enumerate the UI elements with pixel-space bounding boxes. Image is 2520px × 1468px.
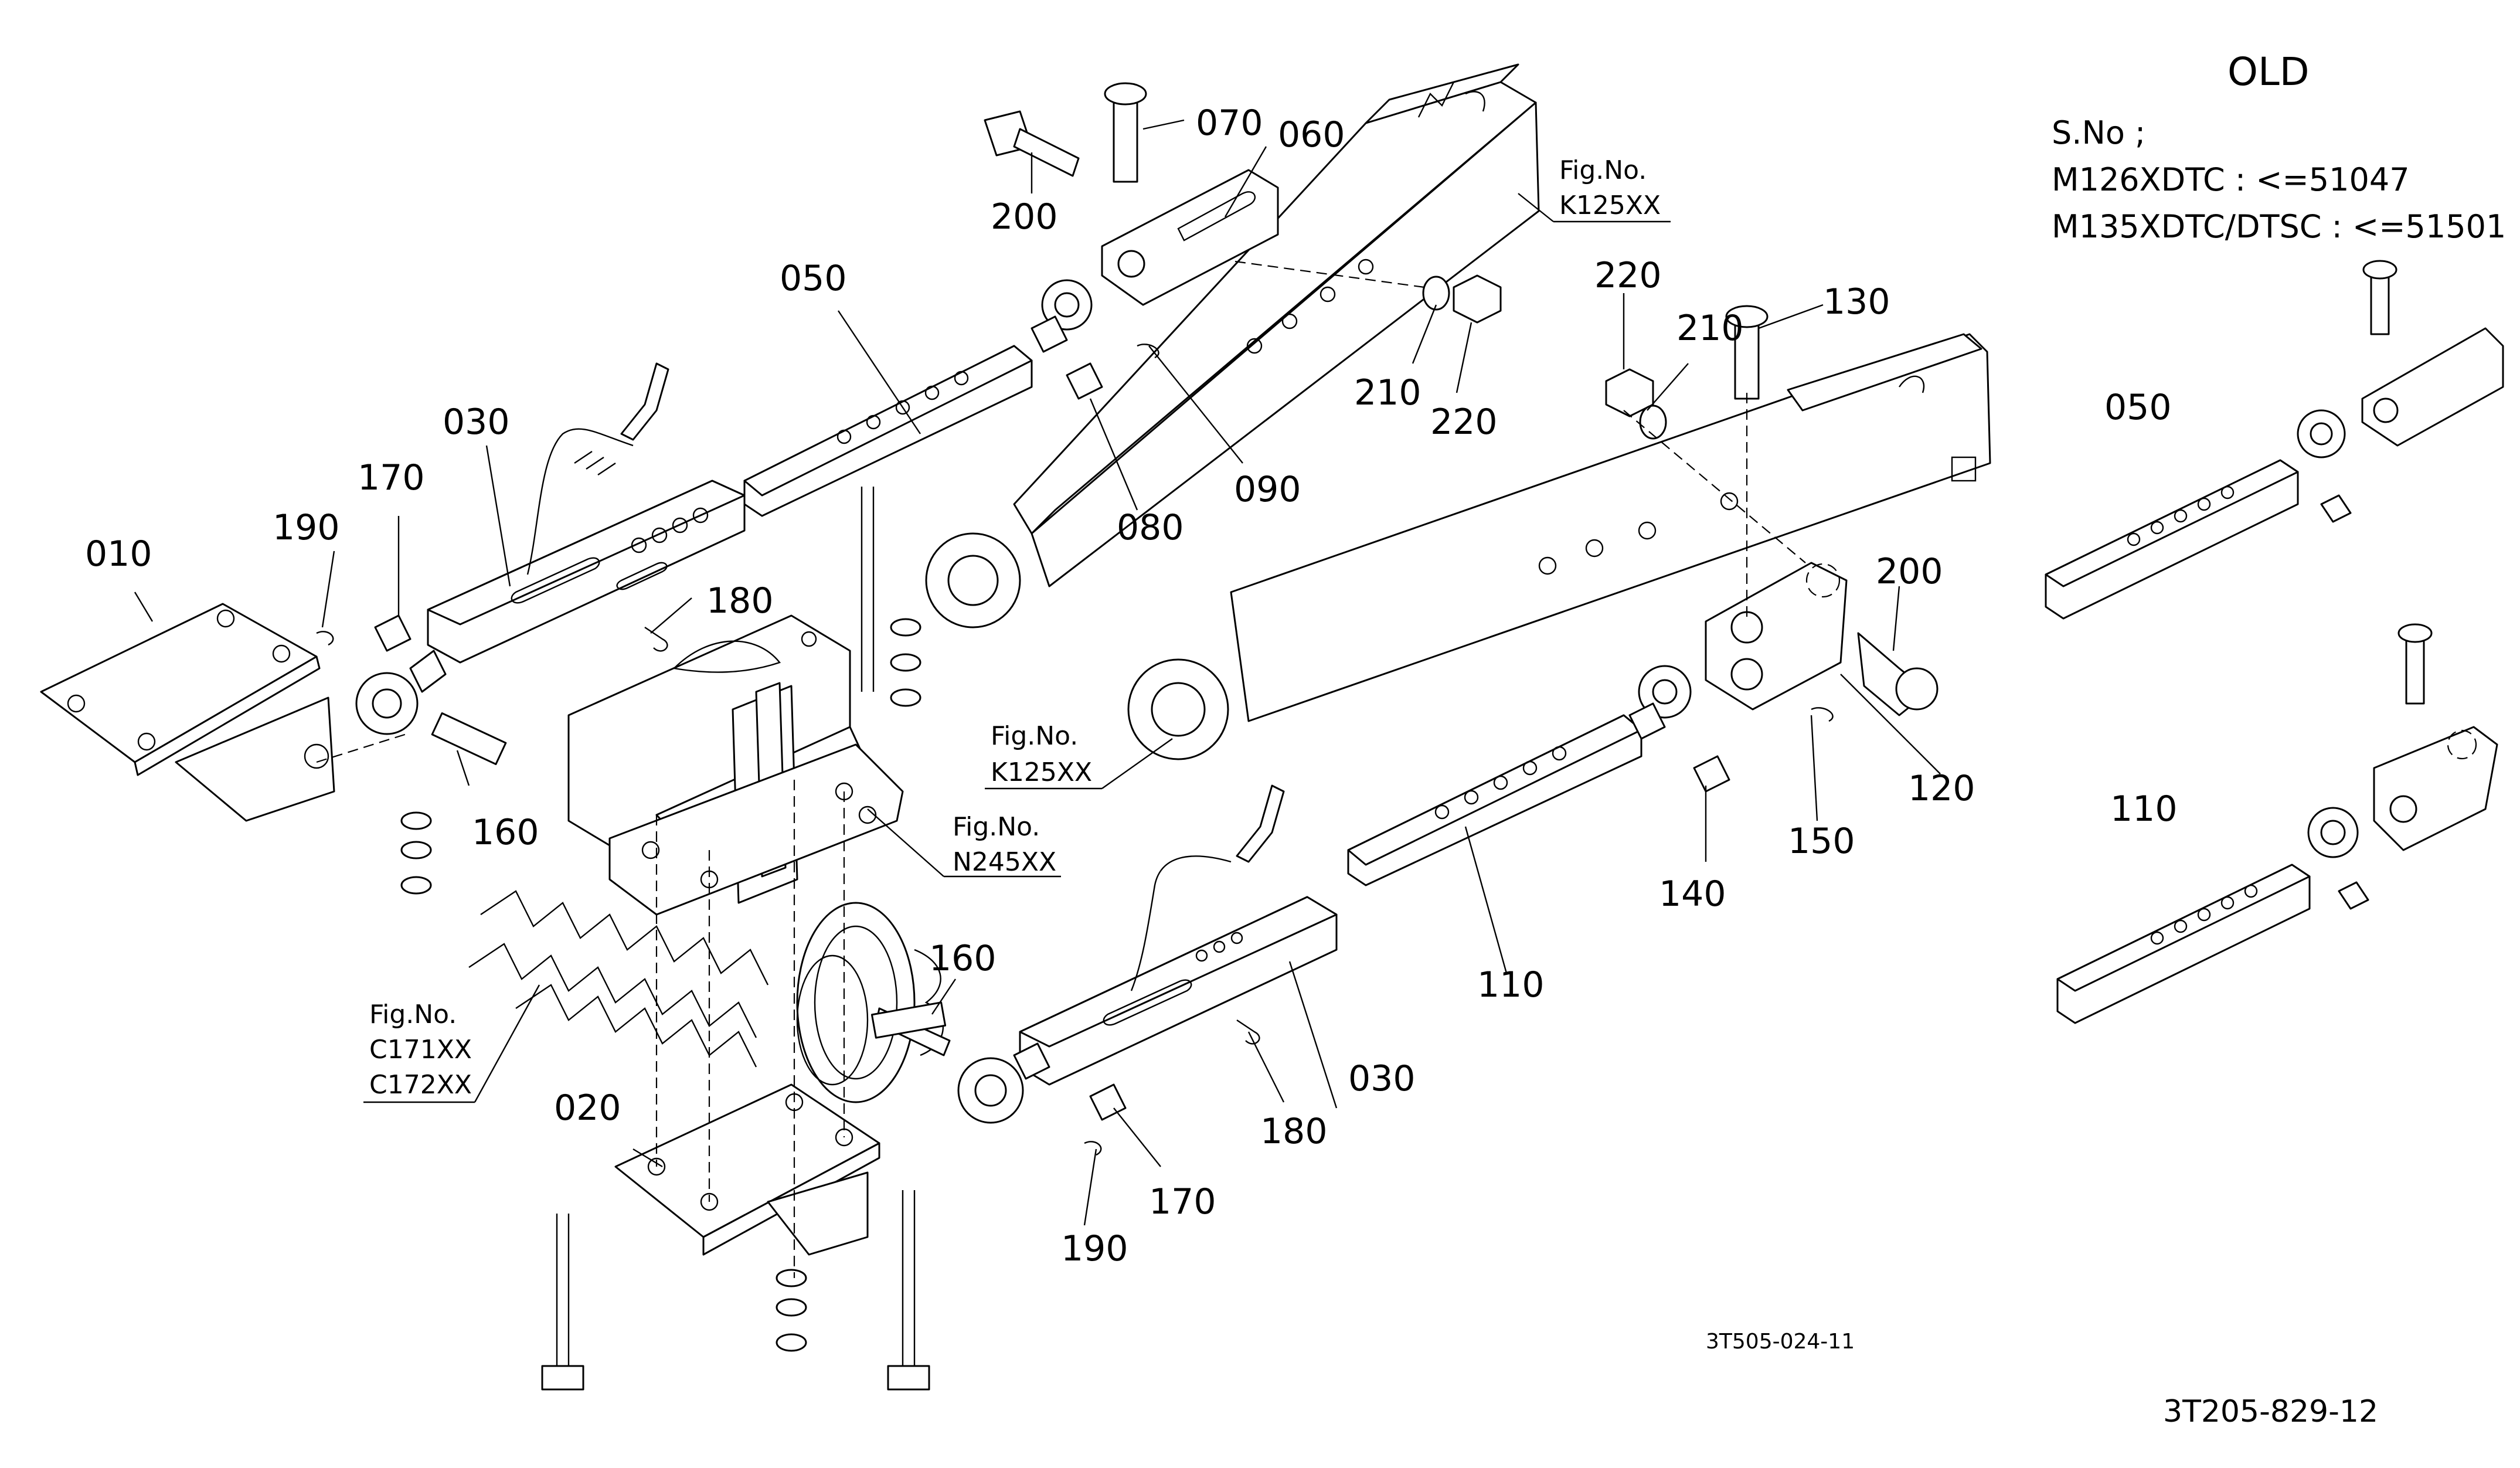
upper-lower-link-arm <box>925 63 1540 628</box>
ref-k125-top-line1: Fig.No. <box>1559 155 1647 185</box>
label-110: 110 <box>1477 964 1545 1005</box>
inset-old-050 <box>2045 260 2504 620</box>
ref-n245-line1: Fig.No. <box>953 812 1040 842</box>
label-050: 050 <box>780 258 847 299</box>
header-info: OLD S.No ; M126XDTC : <=51047 M135XDTC/D… <box>2052 49 2506 245</box>
label-190a: 190 <box>273 507 340 548</box>
ref-k125-mid-line1: Fig.No. <box>991 721 1078 751</box>
assembly-lines <box>316 260 1806 1278</box>
drawing-code: 3T505-024-11 <box>1706 1330 1855 1354</box>
ref-k125-mid-line2: K125XX <box>991 757 1092 787</box>
label-150: 150 <box>1788 821 1855 862</box>
label-010: 010 <box>85 533 152 575</box>
serial-line-2: M135XDTC/DTSC : <=51501 <box>2052 208 2506 245</box>
label-210a: 210 <box>1354 372 1421 413</box>
lower-turnbuckle <box>957 665 1692 1124</box>
label-080: 080 <box>1117 507 1184 548</box>
label-180a: 180 <box>706 580 774 621</box>
label-220a: 220 <box>1430 402 1498 443</box>
ref-k125-top-line2: K125XX <box>1559 191 1661 220</box>
figure-ref-underlines <box>363 193 1671 1103</box>
label-180b: 180 <box>1260 1111 1328 1152</box>
label-030a: 030 <box>443 402 510 443</box>
label-140: 140 <box>1659 874 1726 915</box>
label-090: 090 <box>1234 469 1301 510</box>
mounting-plate-020 <box>614 1083 880 1256</box>
label-070: 070 <box>1196 103 1263 144</box>
label-190b: 190 <box>1061 1228 1128 1269</box>
label-120: 120 <box>1908 768 1975 809</box>
label-170b: 170 <box>1149 1181 1216 1222</box>
serial-line-1: M126XDTC : <=51047 <box>2052 161 2410 198</box>
label-210b: 210 <box>1676 308 1744 349</box>
label-130: 130 <box>1823 281 1890 322</box>
ref-c17x-line1: Fig.No. <box>369 1000 457 1029</box>
page-title: OLD <box>2227 49 2310 94</box>
part-labels: 010 020 030 030 050 060 070 080 090 110 … <box>85 103 2178 1269</box>
label-030b: 030 <box>1348 1058 1416 1099</box>
ref-n245-line2: N245XX <box>953 847 1056 877</box>
label-060: 060 <box>1278 114 1345 155</box>
hardware <box>316 82 1939 1391</box>
label-inset-050: 050 <box>2104 387 2172 428</box>
lower-lower-link-arm <box>1127 333 1991 760</box>
clevis-120 <box>1705 562 1848 711</box>
figure-references: Fig.No. K125XX Fig.No. K125XX Fig.No. N2… <box>369 155 1661 1100</box>
page-code: 3T205-829-12 <box>2163 1394 2378 1429</box>
label-160a: 160 <box>472 812 539 853</box>
label-020: 020 <box>554 1088 621 1129</box>
label-200a: 200 <box>991 196 1058 237</box>
centre-bracket <box>567 614 904 916</box>
ref-c17x-line3: C172XX <box>369 1070 472 1100</box>
label-170a: 170 <box>358 457 425 498</box>
label-160b: 160 <box>929 938 997 979</box>
mounting-plate-010 <box>40 603 335 822</box>
label-inset-110: 110 <box>2110 789 2178 830</box>
drawing-codes: 3T505-024-11 3T205-829-12 <box>1706 1330 2378 1429</box>
leader-lines <box>134 119 1941 1226</box>
upper-turnbuckle <box>355 279 1093 735</box>
serial-heading: S.No ; <box>2052 114 2145 151</box>
clevis-060 <box>1101 169 1279 306</box>
label-200b: 200 <box>1876 551 1943 592</box>
inset-old-110 <box>2056 623 2498 1024</box>
ref-c17x-line2: C171XX <box>369 1035 472 1065</box>
label-220b: 220 <box>1594 255 1662 296</box>
